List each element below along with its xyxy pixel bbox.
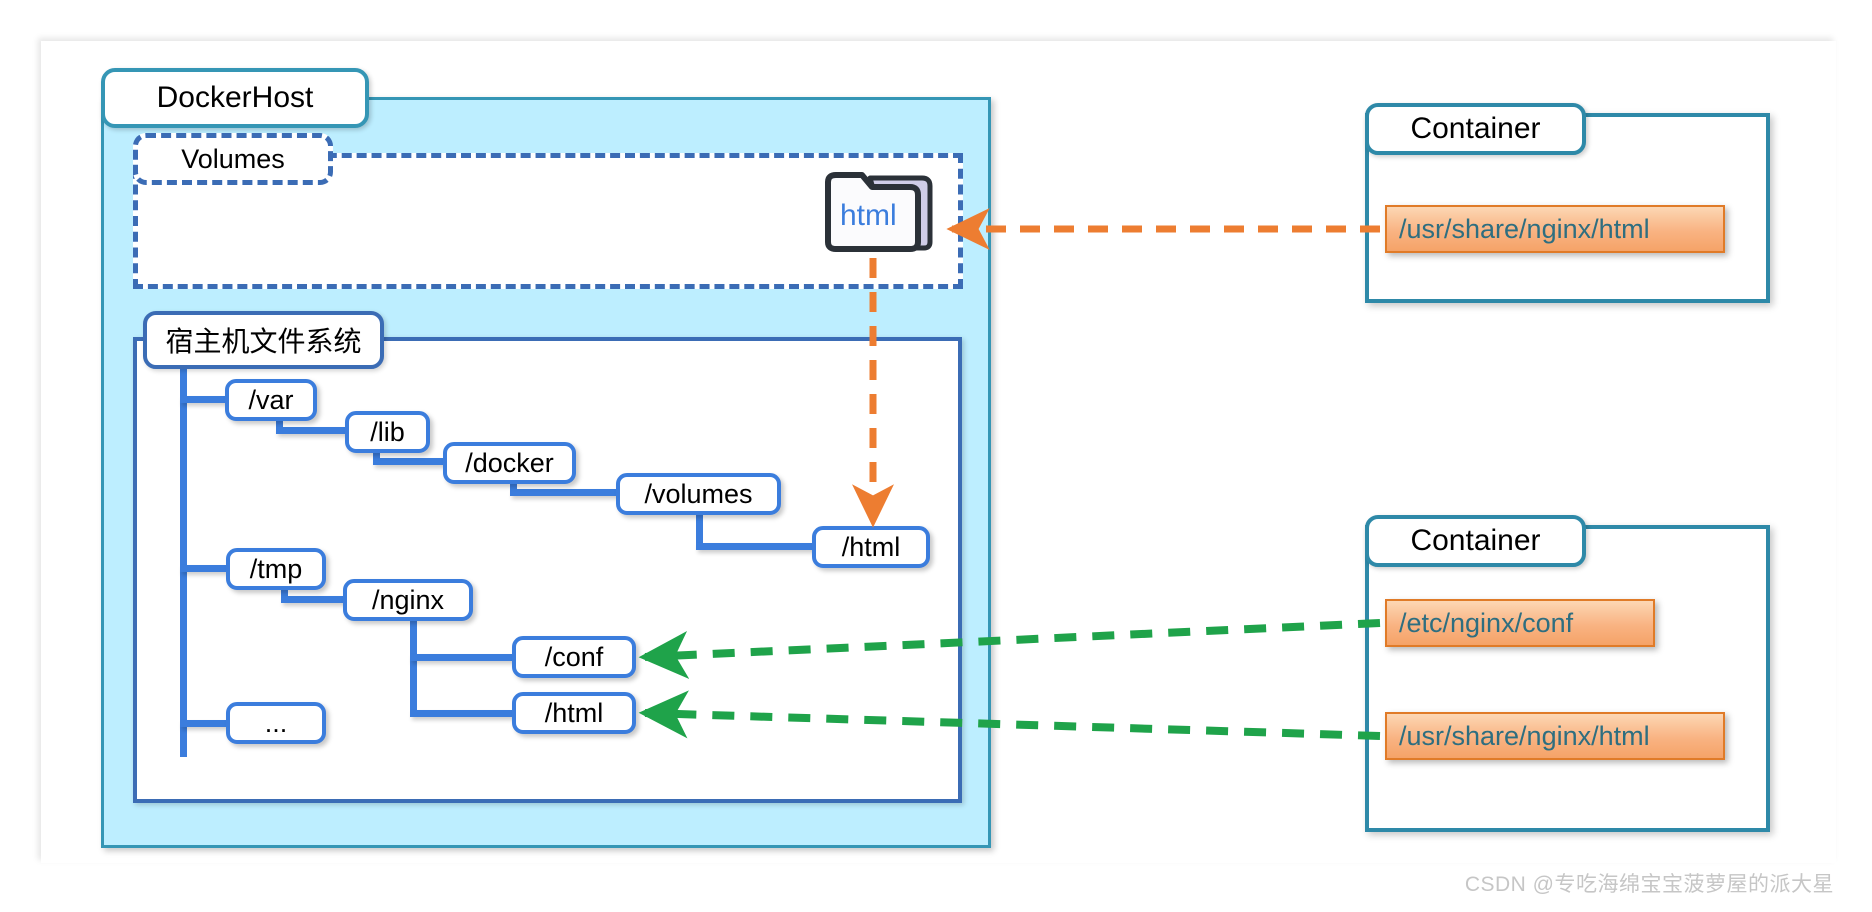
tree-node-html-volumes[interactable]: /html	[812, 526, 930, 568]
dockerhost-title: DockerHost	[101, 68, 369, 128]
tree-node-html-nginx-label: /html	[544, 697, 604, 728]
tree-node-var-label: /var	[248, 384, 294, 415]
container-top-title: Container	[1365, 103, 1586, 155]
tree-node-docker[interactable]: /docker	[443, 442, 576, 484]
tree-connector-var-lib-h	[276, 427, 350, 434]
tree-connector-ellipsis	[180, 720, 228, 727]
tree-connector-lib-docker-h	[373, 458, 447, 465]
tree-node-nginx[interactable]: /nginx	[343, 579, 473, 621]
tree-node-lib-label: /lib	[370, 416, 405, 447]
tree-connector-volumes-html-h	[696, 543, 816, 550]
volumes-title-label: Volumes	[181, 143, 285, 174]
tree-node-conf-label: /conf	[544, 641, 604, 672]
volumes-title: Volumes	[133, 133, 333, 185]
watermark: CSDN @专吃海绵宝宝菠萝屋的派大星	[1464, 873, 1834, 896]
container-bottom-title-label: Container	[1410, 524, 1541, 557]
tree-connector-docker-volumes-h	[510, 489, 620, 496]
tree-connector-volumes-html-v	[696, 493, 703, 549]
tree-node-lib[interactable]: /lib	[345, 411, 430, 453]
mount-path-label: /usr/share/nginx/html	[1399, 720, 1650, 751]
tree-node-nginx-label: /nginx	[371, 584, 445, 615]
dockerhost-title-label: DockerHost	[156, 81, 314, 114]
host-filesystem-title-label: 宿主机文件系统	[165, 326, 362, 357]
tree-node-conf[interactable]: /conf	[512, 636, 636, 678]
tree-connector-tmp	[180, 565, 228, 572]
tree-connector-nginx-spine	[410, 618, 417, 717]
tree-node-ellipsis[interactable]: ...	[226, 702, 326, 744]
container-top-title-label: Container	[1410, 112, 1541, 145]
tree-node-var[interactable]: /var	[225, 379, 317, 421]
tree-node-ellipsis-label: ...	[264, 707, 288, 738]
mount-path-label: /usr/share/nginx/html	[1399, 213, 1650, 244]
tree-spine	[180, 369, 187, 757]
tree-node-volumes[interactable]: /volumes	[616, 473, 781, 515]
container-bottom-region	[1365, 525, 1770, 832]
tree-node-tmp-label: /tmp	[249, 553, 303, 584]
tree-node-html-nginx[interactable]: /html	[512, 692, 636, 734]
tree-connector-nginx-conf	[410, 654, 515, 661]
folder-icon: html	[818, 168, 938, 258]
tree-connector-nginx-html	[410, 710, 515, 717]
mount-path-usr-share-nginx-html-bottom[interactable]: /usr/share/nginx/html	[1385, 712, 1725, 760]
mount-path-usr-share-nginx-html-top[interactable]: /usr/share/nginx/html	[1385, 205, 1725, 253]
folder-icon-label: html	[840, 199, 897, 232]
tree-node-volumes-label: /volumes	[644, 478, 753, 509]
tree-connector-var	[180, 396, 228, 403]
tree-node-docker-label: /docker	[465, 447, 554, 478]
container-bottom-title: Container	[1365, 515, 1586, 567]
mount-path-label: /etc/nginx/conf	[1399, 607, 1574, 638]
mount-path-etc-nginx-conf[interactable]: /etc/nginx/conf	[1385, 599, 1655, 647]
volumes-region	[133, 153, 963, 289]
tree-connector-tmp-nginx-h	[281, 596, 347, 603]
host-filesystem-title: 宿主机文件系统	[143, 311, 384, 369]
tree-node-html-volumes-label: /html	[841, 531, 901, 562]
tree-node-tmp[interactable]: /tmp	[226, 548, 326, 590]
